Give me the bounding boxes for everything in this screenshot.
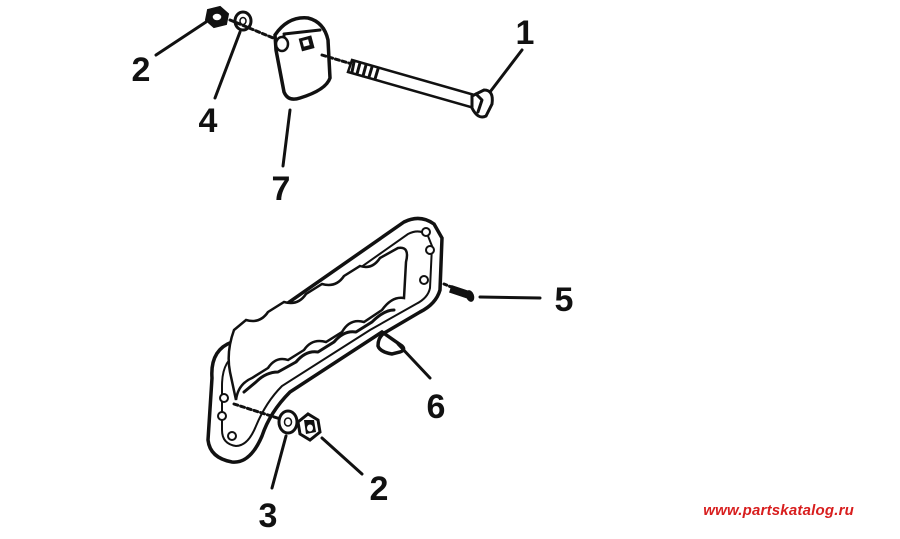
leader-1	[488, 48, 524, 94]
callout-5: 5	[555, 281, 574, 319]
watermark-url: www.partskatalog.ru	[703, 502, 854, 519]
part-7-pad	[273, 16, 332, 101]
part-1-bolt	[346, 58, 494, 119]
alignment-line-top	[228, 18, 280, 42]
callout-1: 1	[516, 14, 535, 52]
callout-2-top: 2	[132, 51, 151, 89]
callout-4: 4	[199, 102, 218, 140]
callout-7: 7	[272, 170, 291, 208]
leader-4	[213, 30, 242, 100]
leader-2-top	[154, 20, 208, 57]
leader-2-bottom	[320, 436, 364, 476]
part-2-nut-bottom	[296, 412, 322, 442]
leader-6	[396, 342, 432, 380]
part-3-washer	[277, 409, 299, 435]
leader-5	[478, 295, 542, 300]
part-5-screw	[442, 282, 475, 302]
leader-3	[270, 434, 288, 490]
part-4-washer	[233, 10, 253, 32]
callout-3: 3	[259, 497, 278, 535]
alignment-line-bolt	[320, 53, 354, 66]
leader-7	[281, 108, 292, 168]
callout-6: 6	[427, 388, 446, 426]
callout-2-bottom: 2	[370, 470, 389, 508]
part-6-bracket	[206, 216, 444, 464]
part-2-nut-top	[204, 5, 230, 29]
